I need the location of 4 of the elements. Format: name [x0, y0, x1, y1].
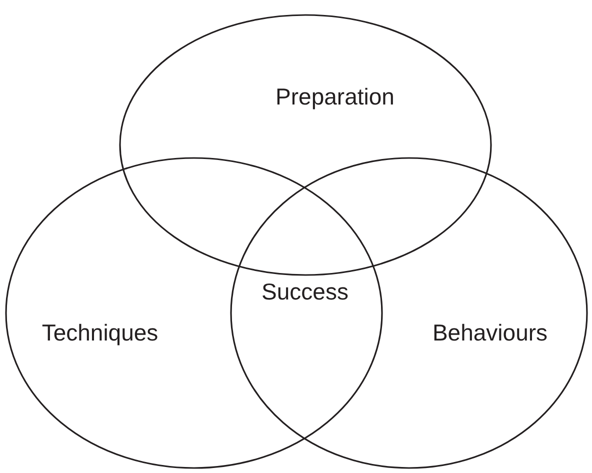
- set-label: Behaviours: [432, 320, 548, 346]
- intersection-label: Success: [262, 278, 348, 306]
- set-label: Techniques: [42, 320, 158, 346]
- set-label: Preparation: [276, 84, 394, 110]
